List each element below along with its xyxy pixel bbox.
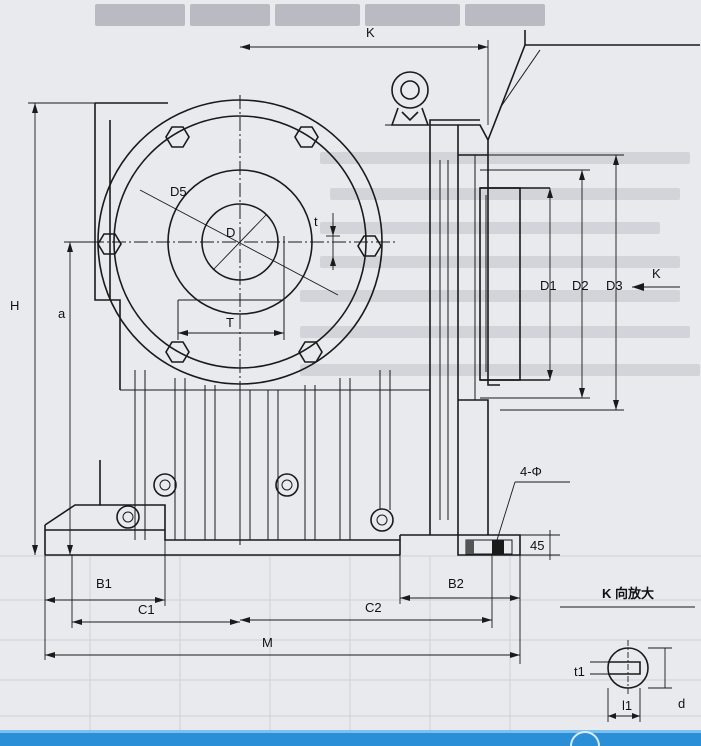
label-D3: D3	[606, 278, 623, 293]
label-K-top: K	[366, 25, 375, 40]
lifting-eye-icon	[385, 71, 435, 126]
base-bolt-icons	[116, 473, 394, 532]
label-a: a	[58, 306, 66, 321]
dimension-labels: K H a D D5 t T D1 D2 D3 K 4-Φ 45 B1 B2 C…	[10, 25, 685, 713]
label-D2: D2	[572, 278, 589, 293]
label-D: D	[226, 225, 235, 240]
background-heading	[95, 4, 545, 26]
label-D5: D5	[170, 184, 187, 199]
label-holes: 4-Φ	[520, 464, 542, 479]
flange-bolt-icons	[97, 126, 382, 363]
label-d: d	[678, 696, 685, 711]
bottom-bar	[0, 730, 701, 746]
label-C1: C1	[138, 602, 155, 617]
label-B1: B1	[96, 576, 112, 591]
label-C2: C2	[365, 600, 382, 615]
label-l1: l1	[622, 698, 632, 713]
dimension-lines	[28, 40, 680, 664]
background-text	[300, 152, 700, 376]
label-D1: D1	[540, 278, 557, 293]
label-t: t	[314, 214, 318, 229]
label-45: 45	[530, 538, 544, 553]
label-H: H	[10, 298, 19, 313]
housing	[44, 30, 700, 556]
label-k-view: K 向放大	[602, 586, 654, 601]
label-T: T	[226, 315, 234, 330]
label-B2: B2	[448, 576, 464, 591]
label-t1: t1	[574, 664, 585, 679]
label-K-side: K	[652, 266, 661, 281]
label-M: M	[262, 635, 273, 650]
k-view-detail	[560, 606, 695, 722]
housing-ribs	[120, 370, 430, 540]
